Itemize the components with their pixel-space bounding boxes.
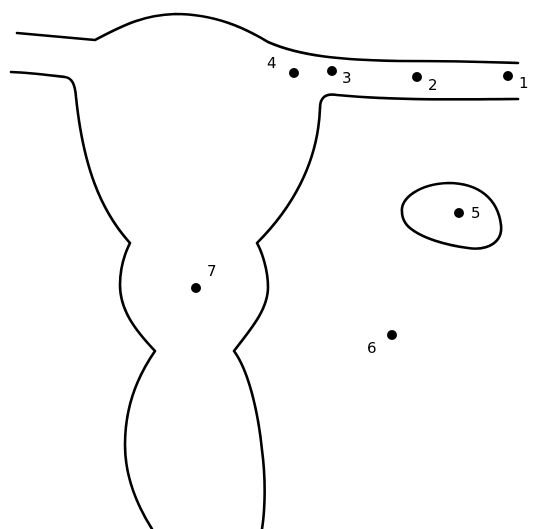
point-markers: [191, 66, 513, 340]
point-3-marker: [327, 66, 337, 76]
organ-outline: [11, 14, 518, 529]
point-3-label: 3: [342, 69, 352, 87]
point-6-label: 6: [367, 339, 377, 357]
point-5-marker: [454, 208, 464, 218]
right-tube-lower-edge: [320, 95, 518, 108]
point-1-marker: [503, 71, 513, 81]
point-5-label: 5: [471, 204, 481, 222]
point-1-label: 1: [519, 74, 529, 92]
point-7-label: 7: [207, 262, 217, 280]
body-right-side: [234, 108, 320, 529]
oval-structure: [402, 183, 501, 249]
body-left-side: [11, 72, 155, 529]
point-2-marker: [412, 72, 422, 82]
point-2-label: 2: [428, 76, 438, 94]
point-6-marker: [387, 330, 397, 340]
point-4-label: 4: [267, 54, 277, 72]
point-7-marker: [191, 283, 201, 293]
point-4-marker: [289, 68, 299, 78]
